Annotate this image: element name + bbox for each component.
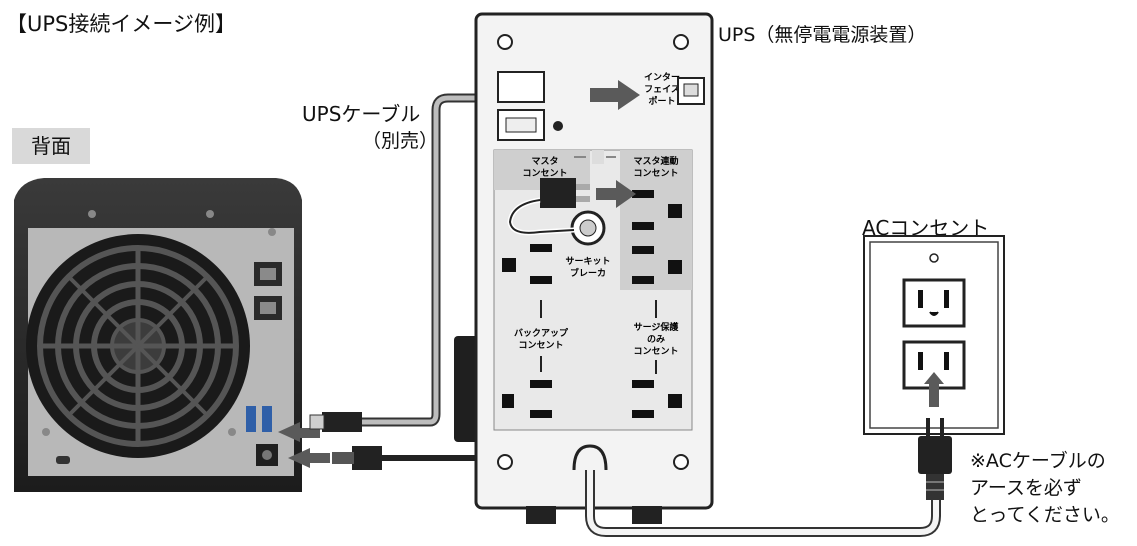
surge-outlet-text: コンセント: [633, 346, 678, 357]
ups-ac-cable: [585, 470, 941, 537]
usb-plug-icon: [322, 412, 362, 432]
nas-body: [14, 178, 302, 492]
ups-power-inlet: [572, 444, 608, 471]
ups-interface-port-icon: [497, 71, 545, 103]
arrow-icon: [288, 448, 310, 468]
linked-outlet-text: コンセント: [633, 168, 678, 179]
ground-note: ※ACケーブルの アースを必ず とってください。: [970, 448, 1120, 529]
rj-plug-icon: [536, 86, 570, 112]
surge-outlet-text: のみ: [647, 334, 665, 345]
ups-body: [474, 12, 714, 510]
ups-port-icon: [497, 109, 545, 141]
outlet-icon: [632, 190, 682, 418]
ups-name-label: UPS（無停電電源装置）: [718, 24, 927, 46]
ground-note-line: とってください。: [970, 504, 1120, 526]
usb-port-icon: [246, 406, 256, 432]
power-adapter: [454, 336, 516, 442]
fan-icon: [26, 234, 250, 458]
arrow-icon: [596, 188, 618, 200]
arrow-icon: [278, 422, 300, 442]
backup-outlet-text: コンセント: [518, 340, 563, 351]
dc-cable: [366, 443, 515, 461]
diagram-title: 【UPS接続イメージ例】: [6, 12, 236, 36]
rear-label: 背面: [12, 128, 90, 164]
ac-outlet-label: ACコンセント: [862, 216, 990, 240]
outlet-icon: [502, 244, 552, 418]
arrow-icon: [924, 372, 944, 384]
ground-note-line: ※ACケーブルの: [970, 450, 1106, 472]
ups-cable-note: （別売）: [362, 130, 439, 152]
master-outlet-text: コンセント: [522, 168, 567, 179]
breaker-text: サーキット: [565, 256, 610, 267]
grounded-plug-icon: [918, 418, 952, 500]
breaker-text: ブレーカ: [570, 267, 606, 279]
dc-plug-icon: [352, 446, 382, 470]
ups-cable-label: UPSケーブル: [302, 102, 421, 126]
dc-in-port-icon: [256, 444, 278, 466]
interface-port-text: インター: [644, 71, 680, 83]
ups-outlet-panel: [493, 149, 693, 431]
lan-port-icon: [254, 296, 282, 320]
nas-device: [14, 178, 302, 492]
outlet-socket-icon: [902, 278, 966, 328]
wall-ac-outlet: [863, 235, 1005, 435]
surge-outlet-text: サージ保護: [634, 321, 680, 333]
linked-outlet-text: マスタ連動: [633, 155, 678, 167]
lan-port-icon: [254, 262, 282, 286]
ups-device: インター フェイス ポート マスタ コンセント マスタ連動 コンセント: [474, 12, 714, 524]
interface-port-icon: [677, 77, 705, 105]
backup-outlet-text: バックアップ: [514, 327, 569, 339]
ground-note-line: アースを必ず: [970, 477, 1082, 499]
interface-port-text: ポート: [648, 95, 675, 107]
adapter-cable: [497, 189, 546, 336]
interface-port-text: フェイス: [644, 84, 680, 95]
usb-port-icon: [262, 406, 272, 432]
ac-plug-icon: [540, 178, 576, 208]
nas-rear-panel: [28, 228, 294, 476]
circuit-breaker-icon: [570, 210, 606, 246]
arrow-icon: [590, 88, 620, 102]
master-outlet-text: マスタ: [531, 155, 558, 167]
outlet-socket-icon: [902, 340, 966, 390]
